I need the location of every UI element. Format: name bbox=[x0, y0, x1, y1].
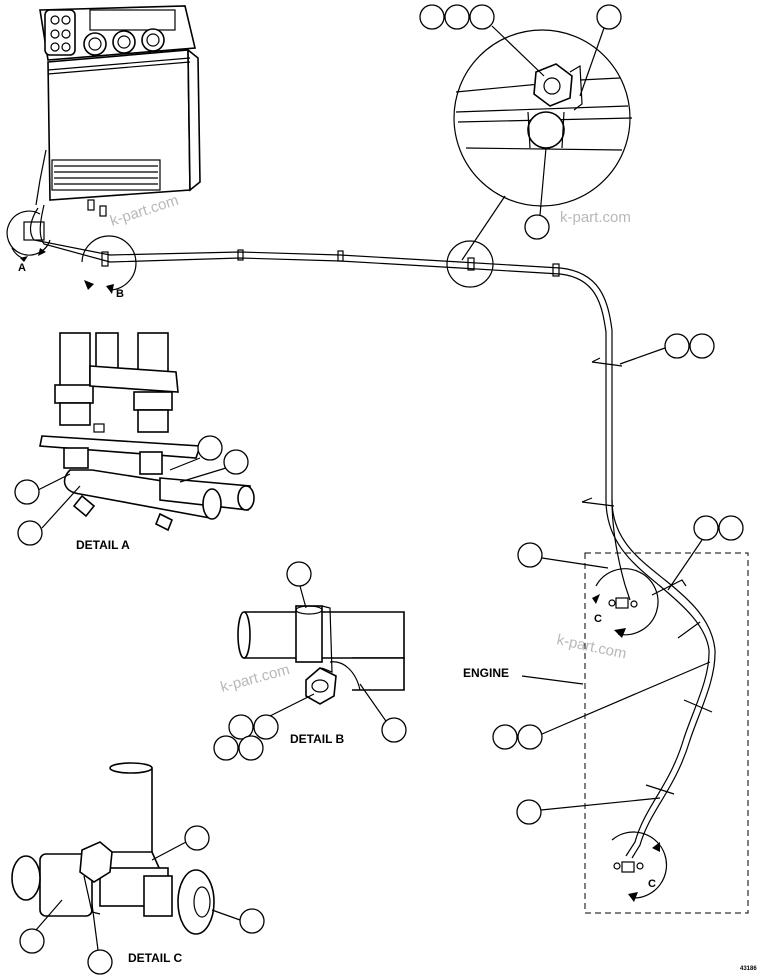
watermark-2: k-part.com bbox=[560, 209, 631, 226]
view-circle-c-lower: C bbox=[611, 831, 668, 902]
watermark-4: k-part.com bbox=[219, 661, 292, 696]
magnified-detail-circle bbox=[446, 29, 633, 288]
detail-a-drawing: DETAIL A bbox=[37, 332, 255, 552]
console-module bbox=[39, 5, 201, 217]
engine-label: ENGINE bbox=[463, 666, 509, 680]
detail-c-label: DETAIL C bbox=[128, 951, 183, 965]
view-circle-c-upper: C bbox=[592, 568, 659, 638]
callout-balloons bbox=[14, 4, 744, 975]
view-circle-a: A bbox=[6, 210, 51, 274]
view-a-label: A bbox=[18, 262, 26, 274]
drawing-number: 43186 bbox=[740, 966, 757, 972]
view-c-upper-label: C bbox=[594, 613, 602, 625]
engine-boundary: ENGINE bbox=[463, 552, 749, 914]
detail-b-label: DETAIL B bbox=[290, 732, 345, 746]
detail-a-label: DETAIL A bbox=[76, 538, 130, 552]
main-hose-route bbox=[29, 149, 716, 859]
view-c-lower-label: C bbox=[648, 878, 656, 890]
detail-c-drawing: DETAIL C bbox=[11, 762, 241, 965]
view-b-label: B bbox=[116, 288, 124, 300]
detail-b-drawing: DETAIL B bbox=[237, 585, 405, 746]
view-circle-b: B bbox=[81, 235, 137, 300]
watermark-3: k-part.com bbox=[555, 631, 628, 662]
watermark-1: k-part.com bbox=[108, 192, 181, 230]
